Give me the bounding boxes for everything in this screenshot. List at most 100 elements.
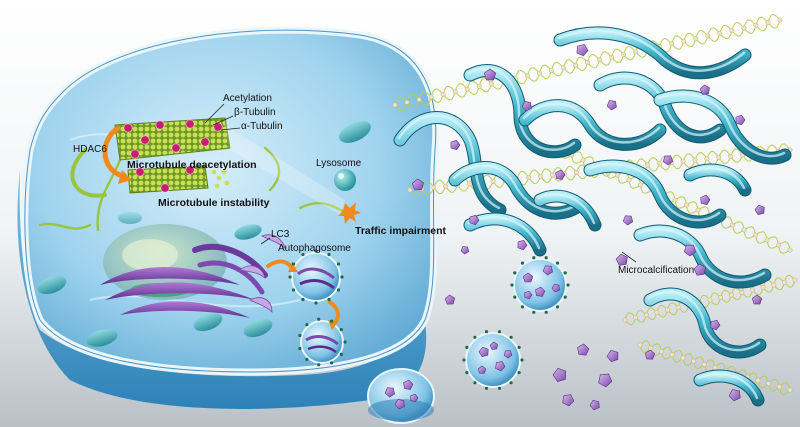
tubulin-fragment bbox=[216, 175, 222, 181]
golgi-cisterna bbox=[197, 260, 265, 295]
acetylation-bead bbox=[185, 119, 195, 129]
lysosome-highlight bbox=[338, 173, 344, 179]
crystal bbox=[662, 155, 674, 166]
fiber-bead bbox=[701, 361, 707, 367]
surface-dot bbox=[340, 275, 344, 279]
crystal bbox=[551, 283, 560, 293]
fiber-bead bbox=[787, 247, 793, 253]
crystal bbox=[521, 101, 532, 112]
surface-dot bbox=[566, 283, 570, 287]
surface-dot bbox=[317, 317, 321, 321]
crystal bbox=[542, 265, 553, 276]
vesicle-crystals bbox=[384, 265, 560, 410]
crystal bbox=[555, 169, 566, 180]
acetylation-bead bbox=[200, 137, 210, 147]
fiber-bead bbox=[766, 381, 772, 387]
surface-dot bbox=[520, 261, 525, 265]
surface-dot bbox=[298, 346, 302, 351]
fiber-bead bbox=[665, 307, 670, 313]
surface-dot bbox=[327, 297, 331, 302]
acetylation-beads bbox=[123, 119, 223, 159]
crystal bbox=[495, 361, 506, 372]
crystal bbox=[489, 341, 498, 350]
leader-beta-tubulin bbox=[212, 115, 234, 126]
fiber-bead bbox=[707, 297, 713, 303]
surface-dot bbox=[520, 305, 525, 309]
fiber-bead bbox=[764, 237, 770, 243]
golgi-cisterna bbox=[105, 282, 255, 300]
surface-dot bbox=[330, 319, 334, 323]
lysosome-body bbox=[334, 169, 356, 191]
collagen-tube-highlight bbox=[522, 102, 661, 144]
crystal bbox=[477, 365, 487, 374]
label-lc3: LC3 bbox=[271, 229, 290, 240]
extracellular-vesicles bbox=[367, 258, 567, 424]
crystal bbox=[576, 44, 589, 57]
label-alpha-tubulin: α-Tubulin bbox=[241, 121, 283, 132]
crystal bbox=[700, 194, 711, 205]
surface-dot bbox=[339, 328, 343, 332]
fiber-bead bbox=[597, 57, 602, 63]
crystal bbox=[598, 373, 613, 388]
surface-dot bbox=[517, 345, 521, 349]
microtubule-strand bbox=[263, 146, 281, 192]
fiber-bead bbox=[755, 377, 761, 383]
acetylation-bead bbox=[140, 135, 150, 145]
acetylation-bead bbox=[135, 167, 145, 177]
surface-dot bbox=[330, 361, 334, 365]
fiber-bead bbox=[431, 185, 437, 190]
surface-dot bbox=[509, 381, 513, 385]
fiber-bead bbox=[741, 227, 747, 233]
fiber-bead bbox=[573, 170, 579, 175]
fiber-bead bbox=[466, 181, 472, 187]
collagen-tube-highlight bbox=[657, 93, 786, 158]
crystal bbox=[552, 367, 567, 382]
mitochondrion bbox=[243, 318, 273, 338]
surface-dot bbox=[513, 271, 517, 275]
crystal bbox=[503, 350, 513, 359]
fiber-bead bbox=[781, 280, 787, 285]
surface-dot bbox=[291, 262, 296, 266]
mitochondrion bbox=[234, 224, 262, 240]
arrowhead bbox=[288, 262, 298, 272]
fiber-bead bbox=[753, 232, 758, 238]
collagen-tube-highlight bbox=[637, 227, 766, 282]
fiber-bead bbox=[407, 187, 413, 193]
fiber-bead bbox=[741, 25, 747, 31]
label-autophagosome: Autophagosome bbox=[278, 243, 351, 254]
fiber-bead bbox=[622, 317, 628, 323]
arrowhead bbox=[118, 170, 132, 184]
fiber-bead bbox=[490, 178, 496, 184]
surface-dot bbox=[532, 256, 536, 260]
collagen-tube-highlight bbox=[537, 192, 596, 225]
fiber-bead bbox=[705, 33, 711, 39]
mitochondrion bbox=[193, 312, 223, 332]
fiber-bead bbox=[658, 348, 664, 354]
collagen-network bbox=[393, 26, 792, 407]
lc3-crescent bbox=[249, 297, 273, 313]
crystal bbox=[522, 272, 534, 283]
collagen-tube-highlight bbox=[557, 29, 746, 72]
vesicle-base bbox=[368, 399, 434, 421]
fiber-bead bbox=[404, 99, 410, 105]
acetylation-bead bbox=[185, 165, 195, 175]
label-lysosome: Lysosome bbox=[316, 158, 362, 169]
collagen-tube-highlight bbox=[452, 164, 581, 213]
mitochondrion bbox=[37, 275, 67, 295]
fiber-bead bbox=[538, 173, 544, 179]
golgi-cisterna bbox=[100, 266, 240, 285]
mitochondrion bbox=[86, 329, 118, 347]
surface-dot bbox=[513, 295, 517, 299]
fiber-bead bbox=[476, 83, 482, 89]
acetylation-beads bbox=[135, 165, 195, 193]
acetylation-bead bbox=[123, 123, 133, 133]
tubulin-fragment bbox=[211, 169, 217, 175]
mitochondrion bbox=[339, 121, 371, 143]
fiber-bead bbox=[716, 155, 722, 160]
crystal bbox=[589, 400, 600, 411]
surface-dot bbox=[473, 335, 477, 339]
crystal bbox=[478, 346, 489, 358]
crystal bbox=[710, 320, 721, 331]
acetylation-bead bbox=[155, 120, 165, 130]
